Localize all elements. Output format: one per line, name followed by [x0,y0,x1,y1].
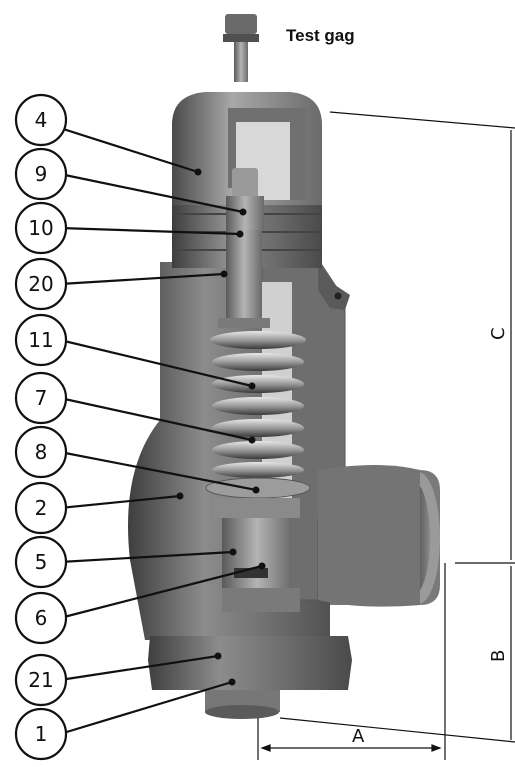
part-label-6: 6 [35,606,48,630]
dimension-a-label: A [352,726,365,747]
part-label-10: 10 [28,216,53,240]
part-label-7: 7 [35,386,48,410]
nozzle [148,636,352,719]
dimension-b-label: B [488,650,509,662]
dimensions [257,111,515,760]
disc-assembly [214,498,300,612]
test-gag [223,14,259,82]
part-label-20: 20 [28,272,53,296]
part-label-9: 9 [35,162,48,186]
spring [210,331,306,478]
leader-dots [176,168,266,686]
part-label-5: 5 [35,550,48,574]
diagram-title: Test gag [286,26,355,45]
dimension-c-label: C [488,327,509,340]
stem [218,168,270,328]
part-label-circles [14,93,68,761]
leader-lines [59,126,263,736]
part-label-8: 8 [35,440,48,464]
part-label-11: 11 [28,328,53,352]
part-label-21: 21 [28,668,53,692]
part-label-1: 1 [35,722,48,746]
part-label-4: 4 [35,108,48,132]
part-label-2: 2 [35,496,48,520]
